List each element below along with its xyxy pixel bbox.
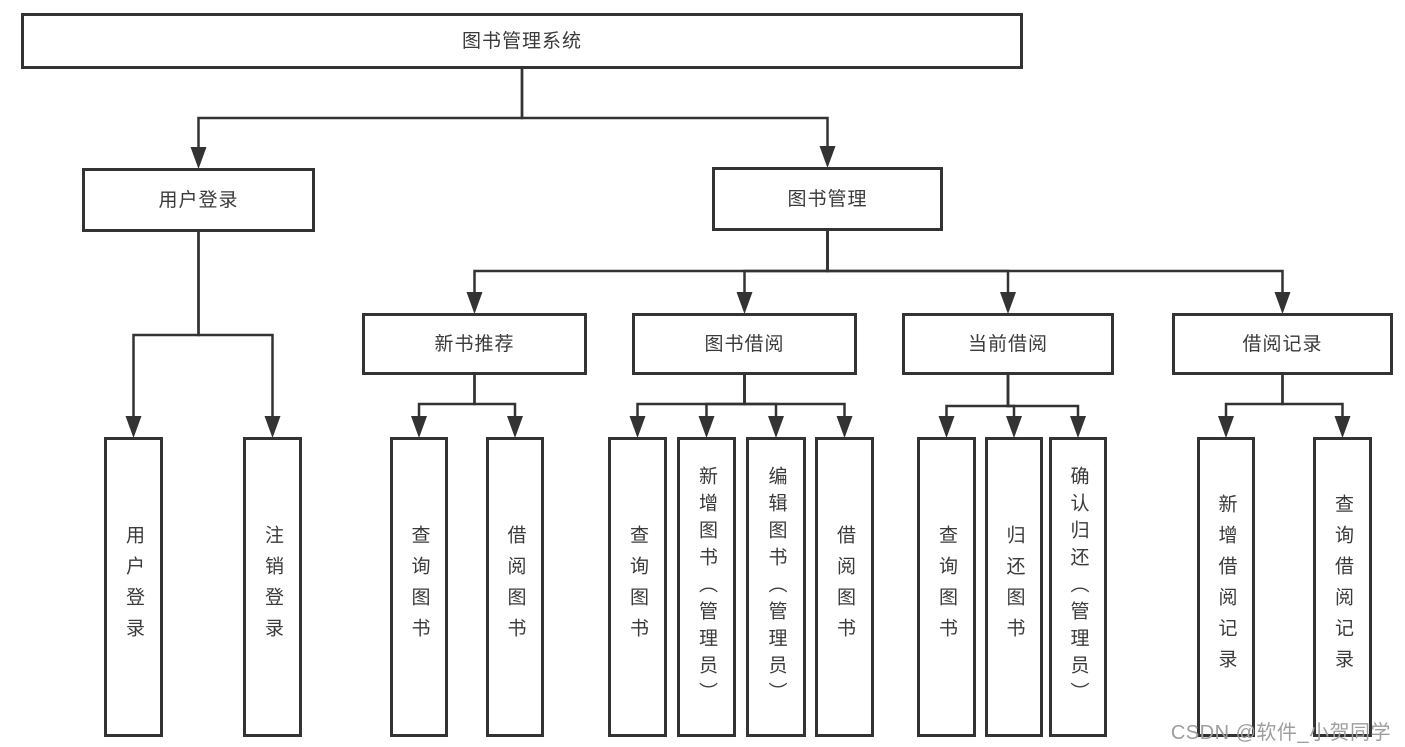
node-bb-add: 新增图书（管理员） xyxy=(677,437,736,737)
node-label: 查询图书 xyxy=(936,525,957,649)
arrowhead-icon xyxy=(836,416,853,438)
node-label: 查询借阅记录 xyxy=(1332,494,1353,680)
connector-elbow xyxy=(197,232,274,419)
node-label: 借阅记录 xyxy=(1242,333,1323,355)
node-bb-query: 查询图书 xyxy=(608,437,667,737)
node-label: 当前借阅 xyxy=(967,333,1048,355)
node-nr-borrow: 借阅图书 xyxy=(486,437,544,737)
arrowhead-icon xyxy=(736,292,753,314)
arrowhead-icon xyxy=(125,416,142,438)
node-label: 新增借阅记录 xyxy=(1215,494,1237,680)
arrowhead-icon xyxy=(629,416,646,438)
node-label: 用户登录 xyxy=(123,525,144,649)
node-book-borrow: 图书借阅 xyxy=(632,313,857,375)
node-br-add: 新增借阅记录 xyxy=(1197,437,1255,737)
node-cb-query: 查询图书 xyxy=(917,437,976,737)
arrowhead-icon xyxy=(768,416,784,438)
node-label: 用户登录 xyxy=(158,189,239,211)
connector-elbow xyxy=(473,375,517,419)
connector-elbow xyxy=(743,375,778,419)
node-label: 借阅图书 xyxy=(834,525,855,649)
node-borrow-records: 借阅记录 xyxy=(1172,313,1393,375)
node-label: 借阅图书 xyxy=(504,525,526,649)
arrowhead-icon xyxy=(1274,292,1291,314)
node-user-login: 用户登录 xyxy=(82,168,315,232)
connector-elbow xyxy=(743,231,829,295)
node-br-query: 查询借阅记录 xyxy=(1313,437,1372,737)
arrowhead-icon xyxy=(1000,292,1016,314)
node-label: 图书借阅 xyxy=(704,333,785,355)
arrowhead-icon xyxy=(698,416,715,438)
connector-elbow xyxy=(520,69,829,149)
node-label: 确认归还（管理员） xyxy=(1067,465,1089,709)
connector-elbow xyxy=(417,375,476,419)
node-label: 注销登录 xyxy=(262,525,283,649)
node-label: 新增图书（管理员） xyxy=(696,465,717,709)
node-logout: 注销登录 xyxy=(243,437,302,737)
connector-elbow xyxy=(132,232,200,419)
arrowhead-icon xyxy=(1006,416,1022,438)
node-label: 查询图书 xyxy=(408,525,430,649)
connector-elbow xyxy=(743,375,846,419)
node-label: 编辑图书（管理员） xyxy=(765,465,787,709)
connector-elbow xyxy=(636,375,746,419)
connector-elbow xyxy=(473,231,829,295)
arrowhead-icon xyxy=(938,416,955,438)
connector-elbow xyxy=(197,69,524,150)
arrowhead-icon xyxy=(1334,416,1351,438)
connector-elbow xyxy=(1006,375,1080,419)
node-label: 图书管理系统 xyxy=(461,30,582,52)
watermark: CSDN @软件_小贺同学 xyxy=(1170,722,1391,744)
arrowhead-icon xyxy=(1070,416,1086,438)
arrowhead-icon xyxy=(466,292,483,314)
arrowhead-icon xyxy=(411,416,427,438)
node-book-mgmt: 图书管理 xyxy=(712,167,943,231)
connector-elbow xyxy=(945,375,1010,419)
arrowhead-icon xyxy=(1218,416,1234,438)
connector-elbow xyxy=(1281,375,1344,419)
connector-elbow xyxy=(1224,375,1284,419)
arrowhead-icon xyxy=(190,147,207,169)
node-login: 用户登录 xyxy=(104,437,163,737)
node-label: 归还图书 xyxy=(1003,525,1025,649)
connector-elbow xyxy=(826,231,1010,295)
node-new-rec: 新书推荐 xyxy=(362,313,587,375)
node-label: 新书推荐 xyxy=(434,333,515,355)
node-current-borrow: 当前借阅 xyxy=(902,313,1114,375)
connector-elbow xyxy=(826,231,1284,295)
connector-elbow xyxy=(705,375,746,419)
node-cb-return: 归还图书 xyxy=(985,437,1043,737)
node-nr-query: 查询图书 xyxy=(390,437,448,737)
arrowhead-icon xyxy=(264,416,281,438)
arrowhead-icon xyxy=(819,146,836,168)
arrowhead-icon xyxy=(507,416,523,438)
node-system: 图书管理系统 xyxy=(21,13,1023,69)
node-label: 图书管理 xyxy=(787,188,868,210)
node-cb-confirm: 确认归还（管理员） xyxy=(1049,437,1107,737)
node-bb-edit: 编辑图书（管理员） xyxy=(746,437,806,737)
node-label: 查询图书 xyxy=(627,525,648,649)
node-bb-borrow: 借阅图书 xyxy=(815,437,874,737)
